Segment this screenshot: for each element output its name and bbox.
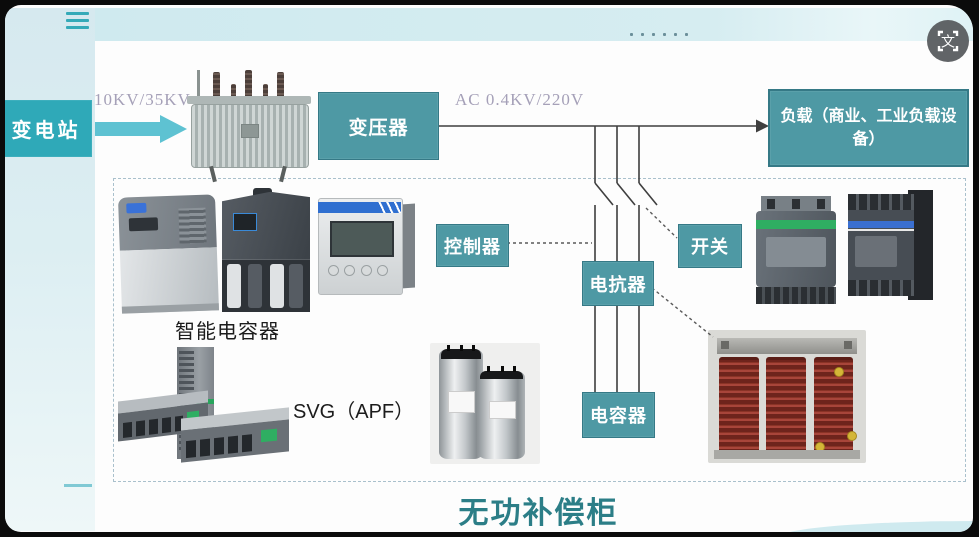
series-reactor-photo [708,330,866,463]
switch-node: 开关 [678,224,742,268]
lv-voltage-label: AC 0.4KV/220V [455,90,585,109]
decor-dot [652,33,655,36]
compensation-cabinet-outline [113,178,966,482]
transformer-node: 变压器 [318,92,439,160]
smart-capacitor-caption: 智能电容器 [175,321,280,343]
reactor-node: 电抗器 [582,261,654,306]
cabinet-title: 无功补偿柜 [458,497,619,530]
load-node: 负载（商业、工业负载设备） [768,89,969,167]
transformer-label: 变压器 [348,117,409,139]
decor-dot [685,33,688,36]
contactor-2-photo [848,190,933,300]
svg-apf-modules-photo [118,347,292,464]
substation-arrow [95,115,187,143]
reactor-label: 电抗器 [589,274,647,295]
contactor-1-photo [756,196,836,304]
substation-label: 变电站 [11,120,81,142]
translate-icon: 文 [937,30,959,52]
decor-dash [64,484,92,487]
substation-node: 变电站 [5,100,92,157]
capacitor-label: 电容器 [590,406,647,426]
slide-canvas: 文 [5,5,973,532]
decor-dot [630,33,633,36]
controller-meter-photo [318,198,415,295]
top-decor-band [95,8,973,41]
hv-voltage-label: 10KV/35KV [94,90,191,109]
switch-label: 开关 [691,237,729,257]
decor-dot [641,33,644,36]
cylindrical-capacitors-photo [430,343,540,464]
load-label: 负载（商业、工业负载设备） [780,107,957,148]
svg-text:文: 文 [941,34,955,50]
hamburger-menu-icon[interactable] [66,12,89,30]
svg-apf-caption: SVG（APF） [293,401,415,423]
smart-capacitor-2-photo [222,188,310,312]
controller-node: 控制器 [436,224,509,267]
left-decor-panel [5,8,95,531]
circuit-wires [95,115,769,396]
controller-label: 控制器 [444,236,501,257]
decor-dot [674,33,677,36]
decor-dot [663,33,666,36]
oil-transformer-photo [183,64,315,183]
translate-ocr-button[interactable]: 文 [927,20,969,62]
capacitor-node: 电容器 [582,392,655,438]
decor-swoosh [780,521,973,532]
